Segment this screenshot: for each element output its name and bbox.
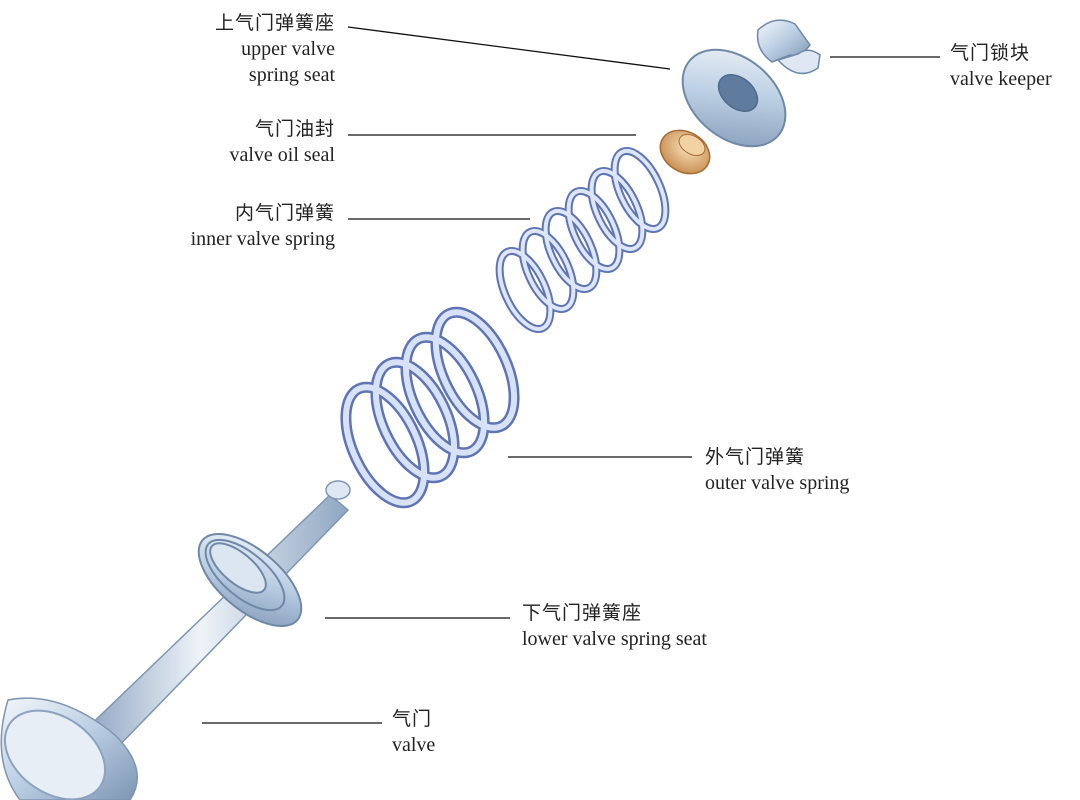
label-valve-oil-seal-zh: 气门油封: [254, 118, 335, 140]
inner-spring-part: [495, 147, 670, 333]
valve-keeper-part: [756, 19, 821, 75]
label-upper-spring-seat: 上气门弹簧座 upper valve spring seat: [215, 10, 335, 88]
label-valve-oil-seal-en: valve oil seal: [229, 144, 335, 166]
lower-spring-seat-part: [197, 532, 303, 628]
label-outer-valve-spring-en: outer valve spring: [705, 472, 850, 494]
label-upper-spring-seat-en-2: spring seat: [248, 64, 335, 86]
valve-part: [0, 480, 351, 800]
valve-oil-seal-part: [659, 129, 711, 175]
label-valve-keeper: 气门锁块 valve keeper: [950, 40, 1052, 92]
label-valve: 气门 valve: [392, 706, 435, 758]
label-inner-valve-spring-zh: 内气门弹簧: [234, 202, 335, 224]
leader-upper-seat: [347, 26, 671, 70]
label-inner-valve-spring-en: inner valve spring: [190, 228, 335, 250]
label-upper-spring-seat-zh: 上气门弹簧座: [214, 12, 335, 34]
label-valve-zh: 气门: [392, 708, 433, 730]
outer-spring-part: [340, 306, 520, 509]
upper-spring-seat-part: [681, 48, 787, 148]
label-lower-valve-spring-seat: 下气门弹簧座 lower valve spring seat: [522, 600, 707, 652]
label-valve-en: valve: [392, 734, 436, 756]
label-upper-spring-seat-en-1: upper valve: [241, 38, 335, 60]
label-lower-valve-spring-seat-en: lower valve spring seat: [522, 628, 707, 650]
label-outer-valve-spring: 外气门弹簧 outer valve spring: [705, 444, 849, 496]
leader-lines: [202, 26, 940, 724]
label-inner-valve-spring: 内气门弹簧 inner valve spring: [191, 200, 335, 252]
label-valve-oil-seal: 气门油封 valve oil seal: [229, 116, 335, 168]
label-valve-keeper-zh: 气门锁块: [950, 42, 1031, 64]
label-valve-keeper-en: valve keeper: [950, 68, 1052, 90]
label-outer-valve-spring-zh: 外气门弹簧: [705, 446, 806, 468]
label-lower-valve-spring-seat-zh: 下气门弹簧座: [522, 602, 643, 624]
